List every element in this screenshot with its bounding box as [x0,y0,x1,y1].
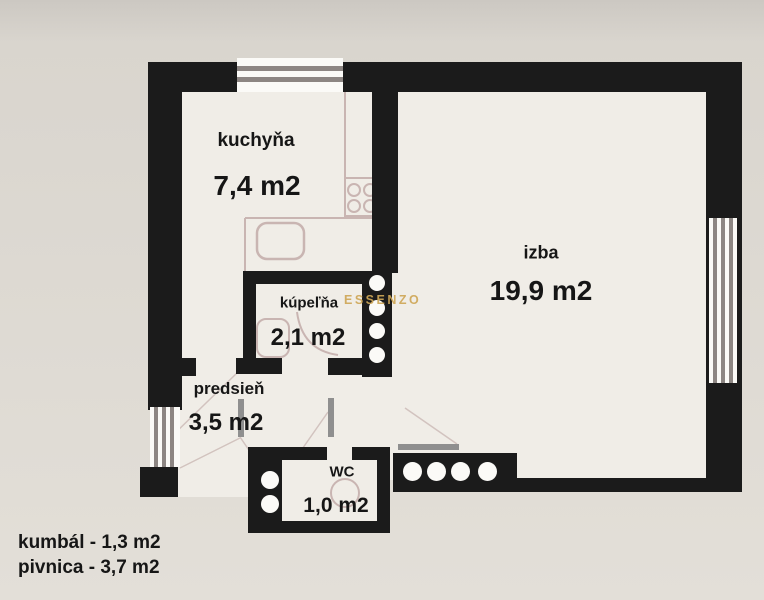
kitchen-counter-outline [244,92,372,271]
shaft-circle [369,300,385,316]
izba-window [709,218,737,383]
room-area-wc: 1,0 m2 [303,494,369,517]
shaft-circle [261,495,279,513]
shaft-circle [369,323,385,339]
bathroom-wall-bottom-left [236,358,282,374]
wall-left-stub [182,358,196,376]
wall-entry-block [140,467,178,497]
room-area-kupelna: 2,1 m2 [270,324,346,351]
room-label-kupelna: kúpeľňa [279,294,339,312]
entry-door-hatch [150,407,180,467]
bathroom-wall-left [243,271,256,362]
toilet-icon [330,478,360,508]
shower-arc-icon [296,311,339,356]
wall-left [148,62,182,410]
footnote-kumbal: kumbál - 1,3 m2 [18,532,161,553]
window-stripe [162,407,166,467]
shaft-circle [427,462,446,481]
room-label-kuchyna: kuchyňa [217,130,295,151]
wc-walls [248,447,390,533]
room-label-izba: izba [523,242,559,263]
shaft-circle [403,462,422,481]
window-stripe [721,218,725,383]
shaft-circle [369,275,385,291]
window-stripe [237,66,343,71]
shaft-circle [261,471,279,489]
stove-icon [344,177,379,217]
footnote-pivnica: pivnica - 3,7 m2 [18,557,160,578]
bathroom-door-leaf [238,399,244,437]
washbasin-icon [256,318,290,358]
wc-door-opening [327,447,352,460]
shaft-circle [451,462,470,481]
izba-door-leaf [398,444,459,450]
shaft-circle [369,347,385,363]
apartment-floor [182,92,706,480]
kitchen-window [237,58,343,92]
agency-watermark: ESSENZO [344,293,422,307]
bathroom-shaft-wall [362,271,392,377]
window-stripe [729,218,733,383]
shaft-circle [478,462,497,481]
window-stripe [170,407,174,467]
wc-door-leaf [328,398,334,437]
room-area-kuchyna: 7,4 m2 [213,170,301,201]
wall-bottom-bar [393,453,517,492]
room-label-wc: WC [329,463,355,481]
wc-floor [282,460,377,521]
room-area-izba: 19,9 m2 [489,275,593,306]
room-area-predsien: 3,5 m2 [188,409,264,436]
wall-kitchen-izba [372,92,398,273]
room-label-predsien: predsieň [193,379,265,398]
window-stripe [713,218,717,383]
window-stripe [237,77,343,82]
entry-floor [178,400,248,497]
bathroom-wall-top [243,271,392,284]
window-stripe [154,407,158,467]
wall-bottom [515,478,742,492]
sink-icon [255,221,306,261]
